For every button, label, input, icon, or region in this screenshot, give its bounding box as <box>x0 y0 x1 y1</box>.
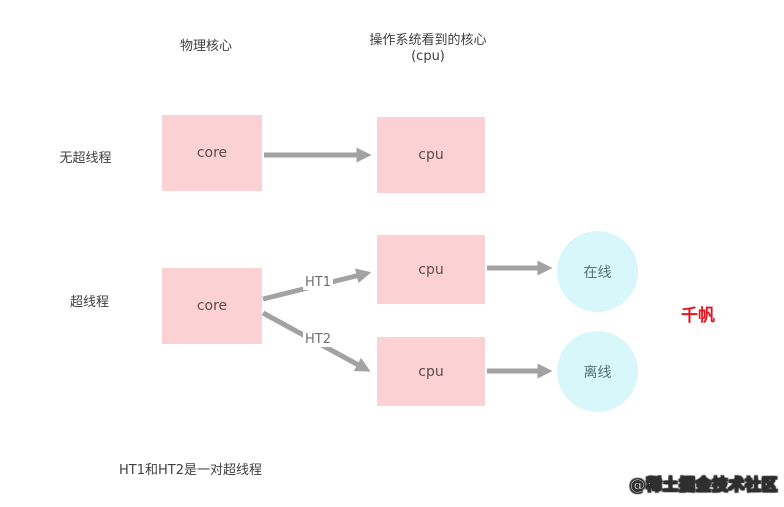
online-circle-label: 在线 <box>583 264 612 281</box>
cpu-box-2-label: cpu <box>418 261 444 278</box>
row1-label: 无超线程 <box>59 151 112 166</box>
header-os-view-line1: 操作系统看到的核心 <box>369 33 487 48</box>
ht1-label: HT1 <box>303 275 333 290</box>
offline-circle: 离线 <box>557 331 638 412</box>
cpu-box-2: cpu <box>377 235 485 304</box>
header-os-view-line2: (cpu) <box>411 49 445 64</box>
core-box-1: core <box>162 115 262 191</box>
header-os-view: 操作系统看到的核心 (cpu) <box>357 33 499 65</box>
ht2-label: HT2 <box>303 332 333 347</box>
core-box-1-label: core <box>196 145 228 161</box>
core-box-2-label: core <box>196 298 228 314</box>
header-physical-core: 物理核心 <box>179 39 232 54</box>
juejin-watermark: @稀土掘金技术社区 <box>629 475 778 495</box>
cpu-box-1: cpu <box>377 117 485 193</box>
diagram-caption: HT1和HT2是一对超线程 <box>119 463 262 478</box>
cpu-box-1-label: cpu <box>418 147 444 163</box>
cpu-box-3-label: cpu <box>418 363 444 380</box>
offline-circle-label: 离线 <box>583 364 612 381</box>
online-circle: 在线 <box>557 231 638 312</box>
author-stamp: 千帆 <box>681 306 715 326</box>
row2-label: 超线程 <box>69 295 109 310</box>
cpu-box-3: cpu <box>377 337 485 406</box>
core-box-2: core <box>162 268 262 344</box>
